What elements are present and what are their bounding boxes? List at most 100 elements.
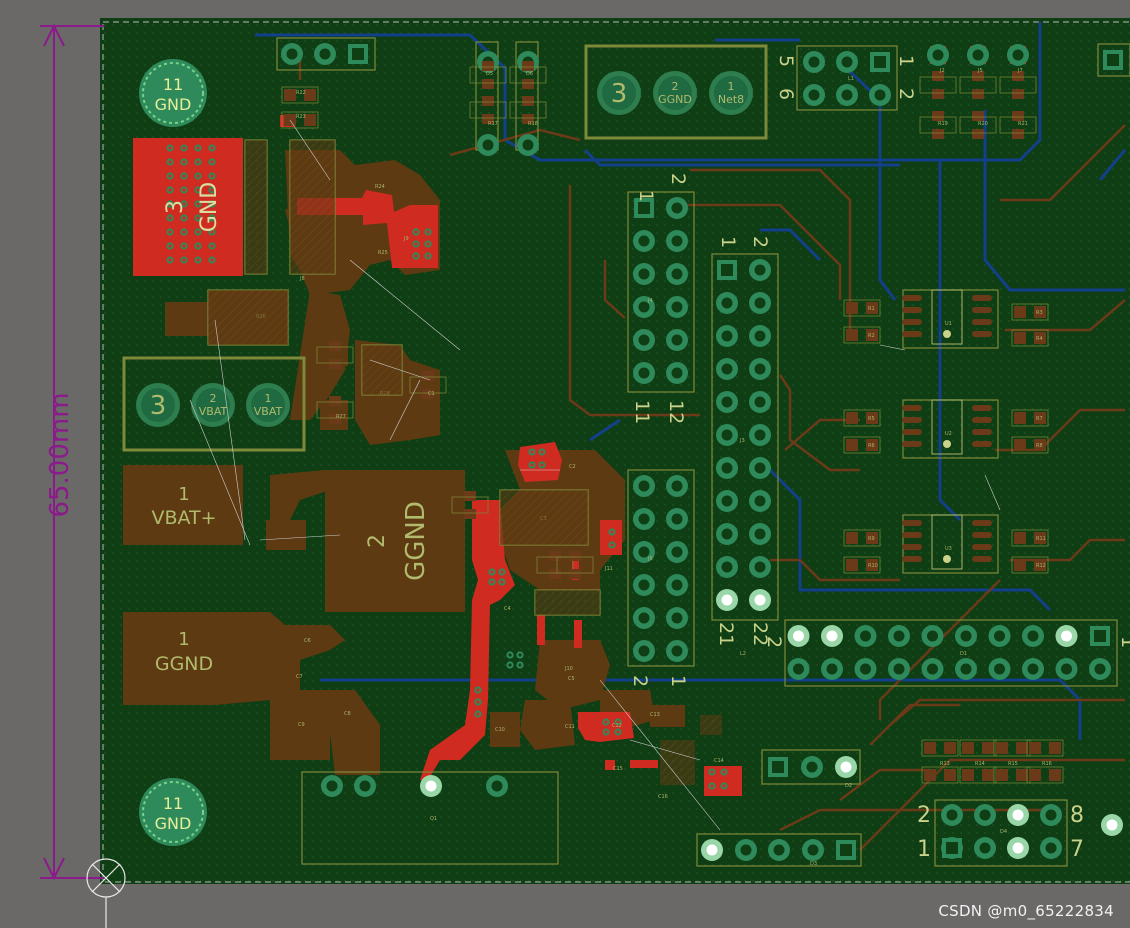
header-pin: [666, 362, 688, 384]
via-clusters: [166, 144, 728, 790]
header-pin: [803, 51, 825, 73]
header-pin: [701, 839, 723, 861]
header-pin: [870, 52, 890, 72]
header-pin: [1089, 658, 1111, 680]
header-pin: [314, 43, 336, 65]
refdes-label: R27: [336, 414, 346, 420]
refdes-label: U3: [945, 546, 952, 552]
header-pin: [666, 263, 688, 285]
refdes-label: R13: [940, 761, 950, 767]
header-pin: [1055, 658, 1078, 680]
refdes-label: U2: [945, 431, 952, 437]
refdes-label: J6: [647, 556, 653, 562]
header-pin: [666, 607, 688, 629]
mounting-hole-top[interactable]: 11 GND: [139, 59, 207, 127]
refdes-label: R16: [1042, 761, 1052, 767]
j3-label-2: 2: [749, 236, 771, 248]
refdes-label: C14: [714, 758, 724, 764]
ratsnest-line: [289, 119, 331, 181]
refdes-label: J9: [403, 236, 409, 242]
j7-label-2: 2: [629, 675, 651, 687]
header-pin: [802, 839, 824, 861]
header-pin: [888, 658, 910, 680]
header-pin: [666, 296, 688, 318]
ratsnest-line: [349, 259, 461, 351]
refdes-label: J2: [939, 68, 945, 74]
header-pin: [749, 259, 771, 281]
dimension-65mm[interactable]: 65.00mm: [40, 23, 104, 881]
top-terminal-block[interactable]: 3 2 GGND 1 Net8: [597, 71, 753, 115]
header-pin: [716, 556, 738, 578]
j4-label-2: 2: [667, 173, 689, 185]
header-pin: [888, 625, 910, 647]
header-pin: [1007, 44, 1029, 66]
refdes-label: R23: [296, 114, 306, 120]
power-terminal-block[interactable]: 3 2 VBAT 1 VBAT: [136, 383, 290, 427]
reference-designators: J4J3J6U1U2U3R1R2R3R4R5R6R7R8R9R10R11R12R…: [189, 68, 1052, 867]
j3-label-22: 22: [749, 622, 771, 646]
header-pin: [633, 541, 655, 563]
header-pin: [749, 424, 771, 446]
gnd3-num: 3: [163, 200, 188, 214]
through-hole-pads: [281, 43, 1123, 861]
header-pin: [967, 44, 989, 66]
top-tb-pin2-num: 2: [672, 80, 679, 93]
refdes-label: U1: [945, 321, 952, 327]
header-pin: [633, 362, 655, 384]
gnd3-net: GND: [197, 182, 222, 232]
smd-chips: [281, 61, 1064, 784]
refdes-label: R9: [868, 536, 875, 542]
j6-label-5: 5: [775, 55, 797, 67]
header-pin: [974, 804, 996, 826]
header-pin: [801, 756, 823, 778]
ratsnest-line: [629, 739, 701, 761]
origin-marker[interactable]: [86, 858, 126, 928]
header-pin: [835, 756, 857, 778]
refdes-label: R10: [868, 563, 878, 569]
mounting-hole-bottom[interactable]: 11 GND: [139, 778, 207, 846]
j1-label-7: 7: [1070, 837, 1084, 862]
header-pin: [633, 607, 655, 629]
refdes-label: R18: [528, 121, 538, 127]
refdes-label: C6: [304, 638, 311, 644]
refdes-label: J7: [1017, 68, 1023, 74]
j4-label-1: 1: [635, 190, 657, 202]
header-pin: [1022, 658, 1044, 680]
header-pin: [749, 391, 771, 413]
header-pin: [354, 775, 376, 797]
refdes-label: C1: [428, 391, 435, 397]
refdes-label: R8: [1036, 443, 1043, 449]
header-pin: [716, 358, 738, 380]
header-pin: [927, 44, 949, 66]
refdes-label: R17: [488, 121, 498, 127]
refdes-label: J11: [604, 566, 613, 572]
j1-label-2: 2: [917, 803, 931, 828]
dimension-label: 65.00mm: [45, 392, 75, 517]
j7-label-1: 1: [667, 675, 689, 687]
header-pin: [735, 839, 757, 861]
ggnd1-num: 1: [178, 629, 189, 650]
refdes-label: L1: [848, 76, 854, 82]
refdes-label: Q1: [430, 816, 437, 822]
ggnd1-pad-label: 1 GGND: [155, 629, 213, 675]
refdes-label: R20: [978, 121, 988, 127]
j10-label-1: 1: [1117, 636, 1130, 648]
header-pin: [666, 230, 688, 252]
ratsnest-line: [369, 359, 431, 381]
header-pin: [321, 775, 343, 797]
j4-label-12: 12: [665, 400, 687, 424]
header-pin: [633, 296, 655, 318]
refdes-label: J4: [647, 298, 653, 304]
header-pin: [634, 198, 654, 218]
header-pin: [717, 260, 737, 280]
header-pin: [749, 556, 771, 578]
j3-label-1: 1: [717, 236, 739, 248]
j1-label-1: 1: [917, 837, 931, 862]
header-pin: [633, 329, 655, 351]
header-pin: [988, 658, 1011, 680]
header-pin: [666, 508, 688, 530]
refdes-label: R22: [296, 90, 306, 96]
refdes-label: D3: [810, 861, 817, 867]
ratsnest-line: [984, 474, 1001, 511]
